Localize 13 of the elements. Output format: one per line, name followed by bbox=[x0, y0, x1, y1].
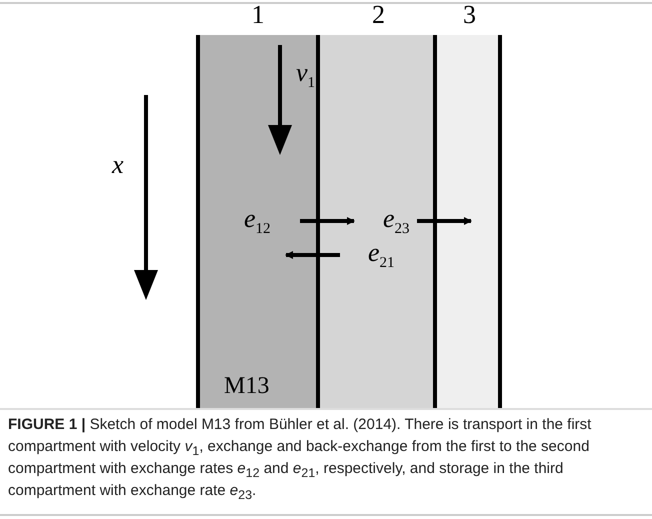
exchange-arrow bbox=[285, 251, 340, 259]
exchange-arrow bbox=[417, 217, 472, 225]
exchange-arrow bbox=[300, 217, 355, 225]
compartment-number: 1 bbox=[250, 0, 266, 30]
velocity-label: v$_{1}$ bbox=[296, 58, 316, 94]
compartment-number: 2 bbox=[371, 0, 386, 30]
figure-caption: FIGURE 1 | Sketch of model M13 from Bühler et al. (2014). There is transport in the first compartment with velocity v$_{1}$, exchange and back-exchange from the first to the second compartment with exchange rates e$_{12}$ and e$_{21}$, respectively, and storage in the third compartment with exchange rate e$_{23}$. bbox=[8, 415, 592, 502]
compartment-number: 3 bbox=[462, 0, 477, 30]
axis-label: x bbox=[112, 150, 124, 180]
model-label: M13 bbox=[224, 372, 270, 400]
edge-label: e$_{12}$ bbox=[244, 204, 271, 240]
edge-label: e$_{21}$ bbox=[368, 238, 395, 274]
edge-label: e$_{23}$ bbox=[383, 204, 410, 240]
